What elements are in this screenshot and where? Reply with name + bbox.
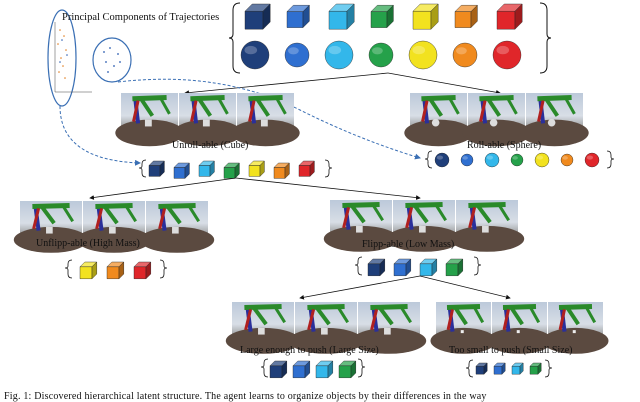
pca-plot-2	[92, 37, 132, 83]
sphere-blue	[460, 153, 474, 167]
cube-green	[370, 4, 394, 29]
cube-light-blue	[198, 160, 215, 177]
cube-green	[338, 360, 357, 379]
cube-light-blue	[315, 360, 334, 379]
label-large: Large enough to push (Large Size)	[240, 345, 379, 356]
sim-frame	[288, 302, 364, 354]
cube-blue	[393, 258, 412, 277]
unflip-set	[64, 259, 168, 280]
sim-frame	[13, 201, 89, 253]
label-flip: Flipp-able (Low Mass)	[362, 239, 455, 250]
cube-dark-blue	[148, 160, 165, 177]
sphere-orange	[560, 153, 574, 167]
sim-strip-flip	[323, 200, 525, 252]
sim-frame	[386, 200, 462, 252]
small-set	[465, 359, 553, 378]
sim-frame	[542, 302, 609, 354]
label-roll: Roll-able (Sphere)	[467, 140, 542, 151]
sphere-set	[424, 150, 615, 169]
sim-frame	[404, 93, 473, 147]
cube-red	[496, 3, 523, 30]
cube-dark-blue	[367, 258, 386, 277]
sphere-orange	[452, 42, 478, 68]
sim-frame	[115, 93, 184, 147]
sim-frame	[225, 302, 301, 354]
sim-frame	[462, 93, 531, 147]
sim-strip-large	[225, 302, 427, 354]
pca-link-cube	[59, 105, 141, 166]
pca-title: Principal Components of Trajectories	[62, 12, 220, 23]
sim-frame	[520, 93, 589, 147]
sim-strip-unflip	[13, 201, 215, 253]
cube-blue	[292, 360, 311, 379]
sim-frame	[430, 302, 497, 354]
sim-frame	[76, 201, 152, 253]
cube-light-blue	[511, 362, 524, 375]
cube-orange	[273, 162, 290, 179]
edge-cube-flip	[235, 177, 421, 200]
cube-orange	[454, 4, 478, 29]
sphere-yellow	[408, 40, 438, 70]
sphere-blue	[284, 42, 310, 68]
cube-dark-blue	[244, 3, 271, 30]
cube-dark-blue	[269, 360, 288, 379]
pca-plot-1	[47, 9, 92, 107]
top-object-set	[228, 2, 552, 74]
sphere-light-blue	[484, 152, 500, 168]
sim-frame	[173, 93, 242, 147]
sim-frame	[449, 200, 525, 252]
cube-blue	[173, 162, 190, 179]
sphere-dark-blue	[240, 40, 270, 70]
cube-green	[529, 362, 542, 375]
sphere-yellow	[534, 152, 550, 168]
sphere-red	[492, 40, 522, 70]
sim-frame	[231, 93, 300, 147]
cube-yellow	[248, 160, 265, 177]
edge-root-sphere	[387, 72, 501, 95]
sim-frame	[486, 302, 553, 354]
label-unflip: Unflipp-able (High Mass)	[36, 238, 140, 249]
pca-link-sphere	[117, 78, 421, 160]
cube-light-blue	[328, 3, 355, 30]
cube-orange	[106, 261, 125, 280]
edge-flip-small	[419, 275, 511, 300]
sphere-green	[368, 42, 394, 68]
edge-root-cube	[184, 72, 389, 95]
cube-red	[133, 261, 152, 280]
cube-yellow	[412, 3, 439, 30]
cube-blue	[286, 4, 310, 29]
cube-dark-blue	[475, 362, 488, 375]
cube-light-blue	[419, 258, 438, 277]
sim-strip-sphere	[404, 93, 589, 147]
sim-strip-small	[430, 302, 609, 354]
large-set	[260, 358, 366, 379]
cube-set	[138, 159, 333, 179]
cube-green	[223, 162, 240, 179]
sim-frame	[139, 201, 215, 253]
sphere-dark-blue	[434, 152, 450, 168]
sim-frame	[351, 302, 427, 354]
edge-flip-large	[299, 275, 421, 300]
cube-red	[298, 160, 315, 177]
sphere-light-blue	[324, 40, 354, 70]
cube-blue	[493, 362, 506, 375]
label-unroll: Unroll-able (Cube)	[172, 140, 249, 151]
edge-cube-unflip	[89, 177, 237, 200]
sim-frame	[323, 200, 399, 252]
cube-green	[445, 258, 464, 277]
sphere-red	[584, 152, 600, 168]
cube-yellow	[79, 261, 98, 280]
sphere-green	[510, 153, 524, 167]
sim-strip-cube	[115, 93, 300, 147]
flip-set	[354, 256, 482, 277]
label-small: Too small to push (Small Size)	[449, 345, 573, 356]
figure-caption: Fig. 1: Discovered hierarchical latent s…	[4, 391, 487, 402]
